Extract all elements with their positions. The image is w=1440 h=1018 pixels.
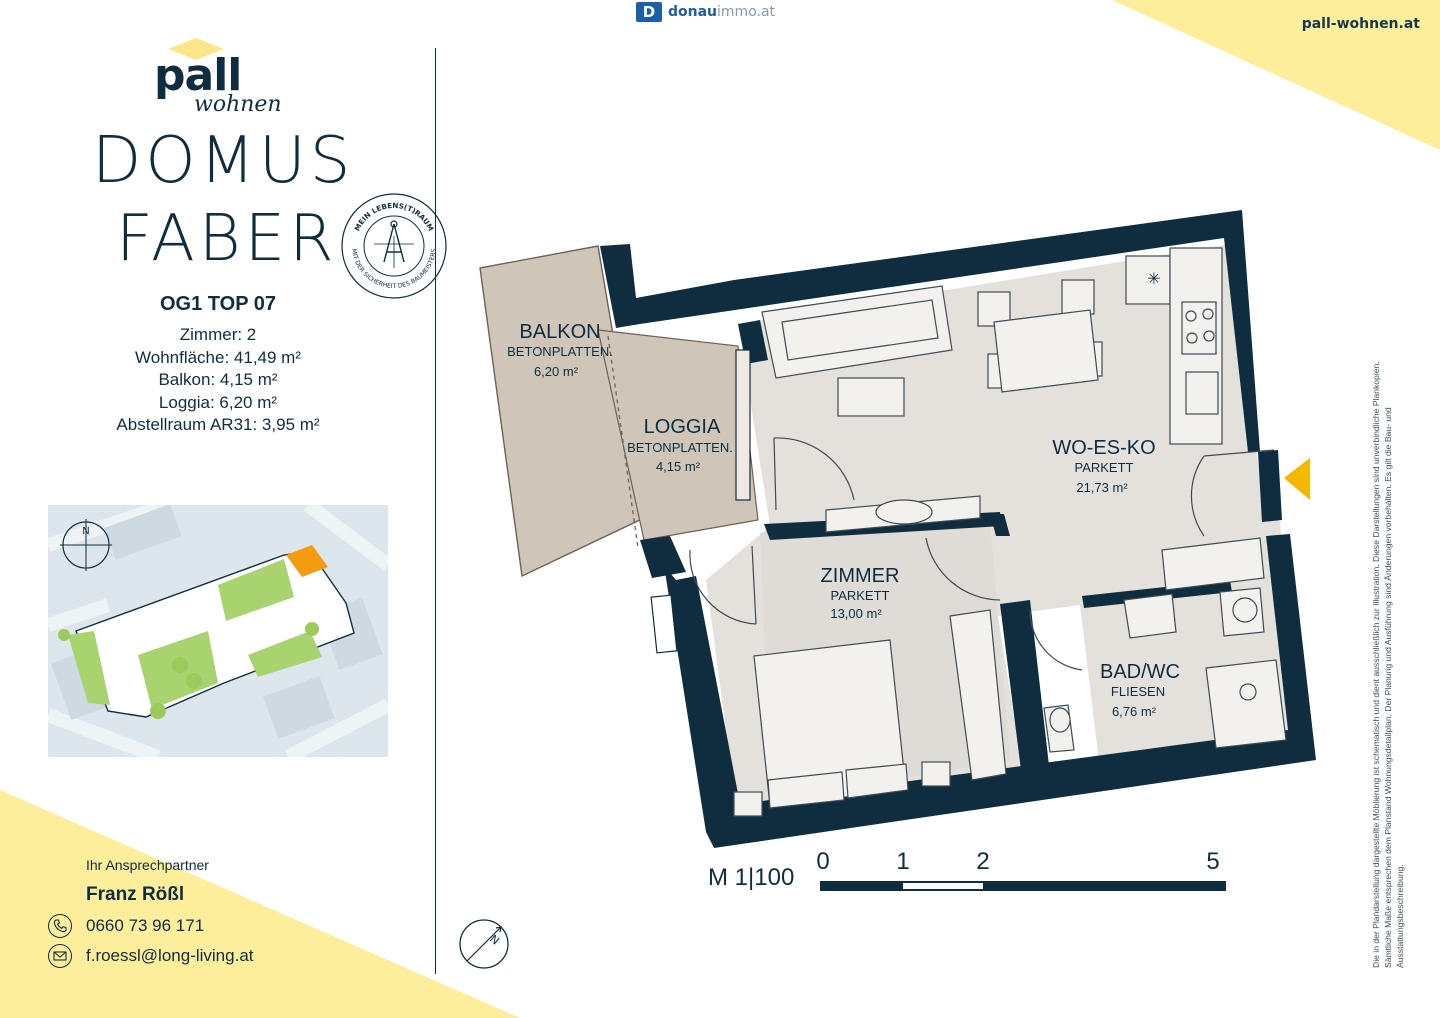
svg-text:✳: ✳ bbox=[1147, 269, 1160, 288]
website-link[interactable]: pall-wohnen.at bbox=[1301, 16, 1420, 32]
svg-text:21,73 m²: 21,73 m² bbox=[1076, 480, 1128, 495]
fact-rooms: Zimmer: 2 bbox=[179, 325, 257, 344]
svg-text:N: N bbox=[487, 932, 502, 947]
brand-name: pall bbox=[154, 50, 242, 101]
loggia-area bbox=[597, 329, 759, 541]
svg-text:5: 5 bbox=[1206, 848, 1219, 875]
svg-text:BETONPLATTEN.: BETONPLATTEN. bbox=[507, 344, 613, 359]
unit-title: OG1 TOP 07 bbox=[160, 293, 276, 315]
project-title-line2: FABER bbox=[116, 202, 338, 276]
living-furniture bbox=[761, 247, 1265, 591]
contact-name: Franz Rößl bbox=[86, 884, 185, 905]
project-title-line1: DOMUS bbox=[92, 124, 355, 198]
partner-logo[interactable]: D donauimmo.at bbox=[636, 2, 775, 22]
label-loggia: LOGGIA bbox=[644, 416, 721, 438]
north-compass-icon: N bbox=[60, 519, 112, 571]
partner-logo-text: donauimmo.at bbox=[668, 4, 776, 20]
svg-text:13,00 m²: 13,00 m² bbox=[830, 606, 882, 621]
contact-email: f.roessl@long-living.at bbox=[86, 946, 254, 965]
svg-text:2: 2 bbox=[976, 848, 989, 875]
contact-phone: 0660 73 96 171 bbox=[86, 916, 205, 935]
north-arrow-icon: N bbox=[459, 919, 509, 969]
label-bad: BAD/WC bbox=[1100, 661, 1180, 683]
contact-phone-row[interactable]: 0660 73 96 171 bbox=[48, 914, 204, 938]
svg-text:N: N bbox=[82, 526, 89, 537]
svg-text:6,20 m²: 6,20 m² bbox=[534, 364, 579, 379]
fact-living-area: Wohnfläche: 41,49 m² bbox=[135, 347, 301, 367]
site-plan-map: N bbox=[48, 505, 388, 757]
svg-text:PARKETT: PARKETT bbox=[831, 588, 890, 603]
donau-logo-icon: D bbox=[636, 2, 662, 22]
svg-text:4,15 m²: 4,15 m² bbox=[656, 459, 701, 474]
svg-text:PARKETT: PARKETT bbox=[1075, 460, 1134, 475]
phone-icon bbox=[48, 914, 72, 938]
divider-line bbox=[435, 48, 436, 974]
entrance-arrow-icon bbox=[1284, 458, 1310, 500]
svg-text:1: 1 bbox=[896, 848, 909, 875]
svg-text:0: 0 bbox=[816, 848, 829, 875]
label-balkon: BALKON bbox=[519, 321, 600, 343]
pall-logo-diamond-icon bbox=[168, 38, 224, 60]
contact-label: Ihr Ansprechpartner bbox=[86, 857, 209, 873]
disclaimer-text: Die in der Plandarstellung dargestellte … bbox=[1371, 361, 1405, 968]
fact-loggia: Loggia: 6,20 m² bbox=[158, 392, 278, 412]
svg-text:BETONPLATTEN.: BETONPLATTEN. bbox=[627, 440, 733, 455]
decor-corner-bottom-left bbox=[0, 790, 520, 1018]
brand-tagline: wohnen bbox=[194, 92, 282, 117]
bathroom-fixtures bbox=[1043, 587, 1287, 753]
fact-balcony: Balkon: 4,15 m² bbox=[158, 370, 278, 389]
door-swings bbox=[689, 437, 1275, 671]
label-living: WO-ES-KO bbox=[1052, 437, 1155, 459]
svg-text:6,76 m²: 6,76 m² bbox=[1112, 704, 1157, 719]
label-zimmer: ZIMMER bbox=[821, 565, 900, 587]
unit-facts: Zimmer: 2 Wohnfläche: 41,49 m² Balkon: 4… bbox=[0, 324, 436, 437]
contact-email-row[interactable]: f.roessl@long-living.at bbox=[48, 944, 254, 968]
mail-icon bbox=[48, 944, 72, 968]
svg-text:FLIESEN: FLIESEN bbox=[1111, 684, 1165, 699]
scale-bar: 0 1 2 5 bbox=[816, 848, 1226, 891]
fact-storage: Abstellraum AR31: 3,95 m² bbox=[116, 415, 320, 434]
floor-plan: ✳ BALKON BETONPLATTEN. 6,20 m² LOG bbox=[479, 210, 1316, 848]
scale-label: M 1|100 bbox=[708, 864, 795, 891]
builder-seal-icon: MEIN LEBENS(T)RAUM MIT DER SICHERHEIT DE… bbox=[341, 193, 447, 299]
bedroom-furniture bbox=[733, 609, 1007, 817]
